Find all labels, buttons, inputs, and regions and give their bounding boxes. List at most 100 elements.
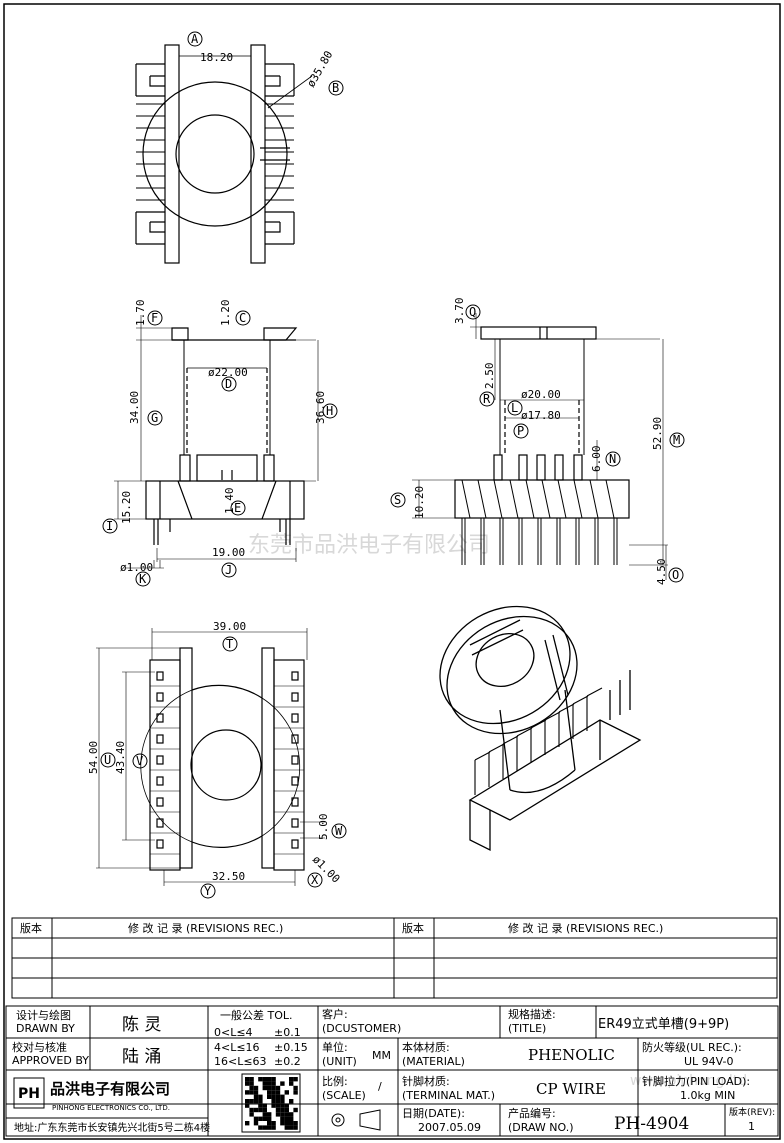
dim-3-70: 3.70 — [453, 298, 466, 325]
callout-h: H — [326, 404, 333, 418]
dim-32-50: 32.50 — [212, 870, 245, 883]
rev-col-version-right: 版本 — [402, 921, 424, 935]
unit-en: (UNIT) — [322, 1055, 357, 1068]
callout-t: T — [226, 637, 233, 651]
title-value: ER49立式单槽(9+9P) — [598, 1017, 729, 1032]
rev-col-record-right: 修 改 记 录 (REVISIONS REC.) — [508, 921, 663, 935]
svg-text:B: B — [332, 81, 339, 95]
title-cn: 规格描述: — [508, 1007, 556, 1021]
date-value: 2007.05.09 — [418, 1121, 481, 1134]
company-name-en: PINHONG ELECTRONICS CO., LTD. — [52, 1104, 170, 1112]
tol-range-1: 0<L≤4 — [214, 1026, 253, 1039]
scale-cn: 比例: — [322, 1074, 348, 1088]
unit-value: MM — [372, 1049, 391, 1062]
dim-5-00: 5.00 — [317, 814, 330, 841]
dim-15-20: 15.20 — [120, 491, 133, 524]
side-view — [412, 313, 668, 580]
company-address: 地址:广东东莞市长安镇先兴北街5号二栋4楼 — [14, 1121, 210, 1134]
dim-17-80: ø17.80 — [521, 409, 561, 422]
dim-39-00: 39.00 — [213, 620, 246, 633]
watermark-url: www.pinhong.ltd — [630, 1073, 747, 1089]
dim-1-70: 1.70 — [134, 300, 147, 327]
callout-a: A — [187, 31, 203, 47]
dim-43-40: 43.40 — [114, 741, 127, 774]
drawno-en: (DRAW NO.) — [508, 1121, 573, 1134]
callout-o: O — [672, 568, 679, 582]
unit-cn: 单位: — [322, 1040, 348, 1054]
date-cn: 日期(DATE): — [402, 1107, 465, 1120]
top-view — [135, 44, 313, 264]
approved-by-cn: 校对与核准 — [12, 1040, 67, 1054]
callout-c: C — [239, 311, 246, 325]
tol-range-3: 16<L≤63 — [214, 1055, 267, 1068]
callout-n: N — [609, 452, 616, 466]
svg-text:A: A — [191, 32, 199, 46]
callout-g: G — [151, 411, 158, 425]
rev-col-record-left: 修 改 记 录 (REVISIONS REC.) — [128, 921, 283, 935]
material-en: (MATERIAL) — [402, 1055, 465, 1068]
title-block — [5, 1005, 779, 1137]
tol-value-3: ±0.2 — [274, 1055, 301, 1068]
approved-by-en: APPROVED BY — [12, 1054, 89, 1067]
dim-52-90: 52.90 — [651, 417, 664, 450]
title-en: (TITLE) — [508, 1022, 546, 1035]
customer-cn: 客户: — [322, 1007, 348, 1021]
revision-table — [11, 917, 778, 999]
dim-20-00: ø20.00 — [521, 388, 561, 401]
approved-by-name: 陆 涌 — [122, 1047, 161, 1067]
drawno-value: PH-4904 — [614, 1114, 689, 1134]
drawn-by-cn: 设计与绘图 — [16, 1008, 71, 1022]
rev-col-version-left: 版本 — [20, 921, 42, 935]
callout-v: V — [136, 754, 143, 768]
watermark: 东莞市品洪电子有限公司 — [248, 533, 490, 558]
dim-4-50: 4.50 — [655, 559, 668, 586]
ul-cn: 防火等级(UL REC.): — [642, 1040, 742, 1054]
svg-text:PH: PH — [18, 1086, 40, 1102]
bottom-view — [96, 628, 325, 886]
terminal-cn: 针脚材质: — [402, 1074, 450, 1088]
callout-l: L — [511, 401, 518, 415]
terminal-value: CP WIRE — [536, 1080, 606, 1098]
callout-x: X — [311, 873, 319, 887]
tol-range-2: 4<L≤16 — [214, 1041, 260, 1054]
terminal-en: (TERMINAL MAT.) — [402, 1089, 495, 1102]
company-name: 品洪电子有限公司 — [50, 1080, 170, 1098]
dim-1-40: 1.40 — [223, 488, 236, 515]
callout-s: S — [394, 493, 401, 507]
dim-1-00: ø1.00 — [120, 561, 153, 574]
scale-en: (SCALE) — [322, 1089, 366, 1102]
dim-top-width: 18.20 — [200, 51, 233, 64]
dim-22-00: ø22.00 — [208, 366, 248, 379]
dim-19-00: 19.00 — [212, 546, 245, 559]
rev-cn: 版本(REV): — [729, 1106, 775, 1118]
dim-6-00: 6.00 — [590, 446, 603, 473]
dim-34-00: 34.00 — [128, 391, 141, 424]
callout-b: B — [328, 80, 344, 96]
callout-e: E — [234, 501, 241, 515]
callout-m: M — [673, 433, 680, 447]
callout-d: D — [225, 377, 232, 391]
dim-10-20: 10.20 — [413, 486, 426, 519]
qr-code — [241, 1073, 301, 1133]
callout-r: R — [483, 392, 491, 406]
customer-en: (DCUSTOMER) — [322, 1022, 401, 1035]
callout-w: W — [335, 824, 343, 838]
bottom-callouts — [100, 636, 347, 899]
callout-k: K — [139, 572, 147, 586]
ul-value: UL 94V-0 — [684, 1055, 734, 1068]
rev-value: 1 — [748, 1120, 755, 1133]
front-view — [114, 315, 319, 569]
dim-2-50: 2.50 — [483, 363, 496, 390]
callout-q: Q — [469, 305, 476, 319]
callout-u: U — [104, 753, 111, 767]
material-cn: 本体材质: — [402, 1040, 450, 1054]
tol-title: 一般公差 TOL. — [220, 1008, 293, 1022]
company-logo: PH — [13, 1077, 45, 1109]
callout-j: J — [225, 563, 232, 577]
callout-f: F — [151, 311, 158, 325]
tol-value-1: ±0.1 — [274, 1026, 301, 1039]
pinload-cn: 针脚拉力(PIN LOAD): — [642, 1074, 750, 1088]
drawn-by-name: 陈 灵 — [122, 1015, 161, 1035]
drawn-by-en: DRAWN BY — [16, 1022, 75, 1035]
